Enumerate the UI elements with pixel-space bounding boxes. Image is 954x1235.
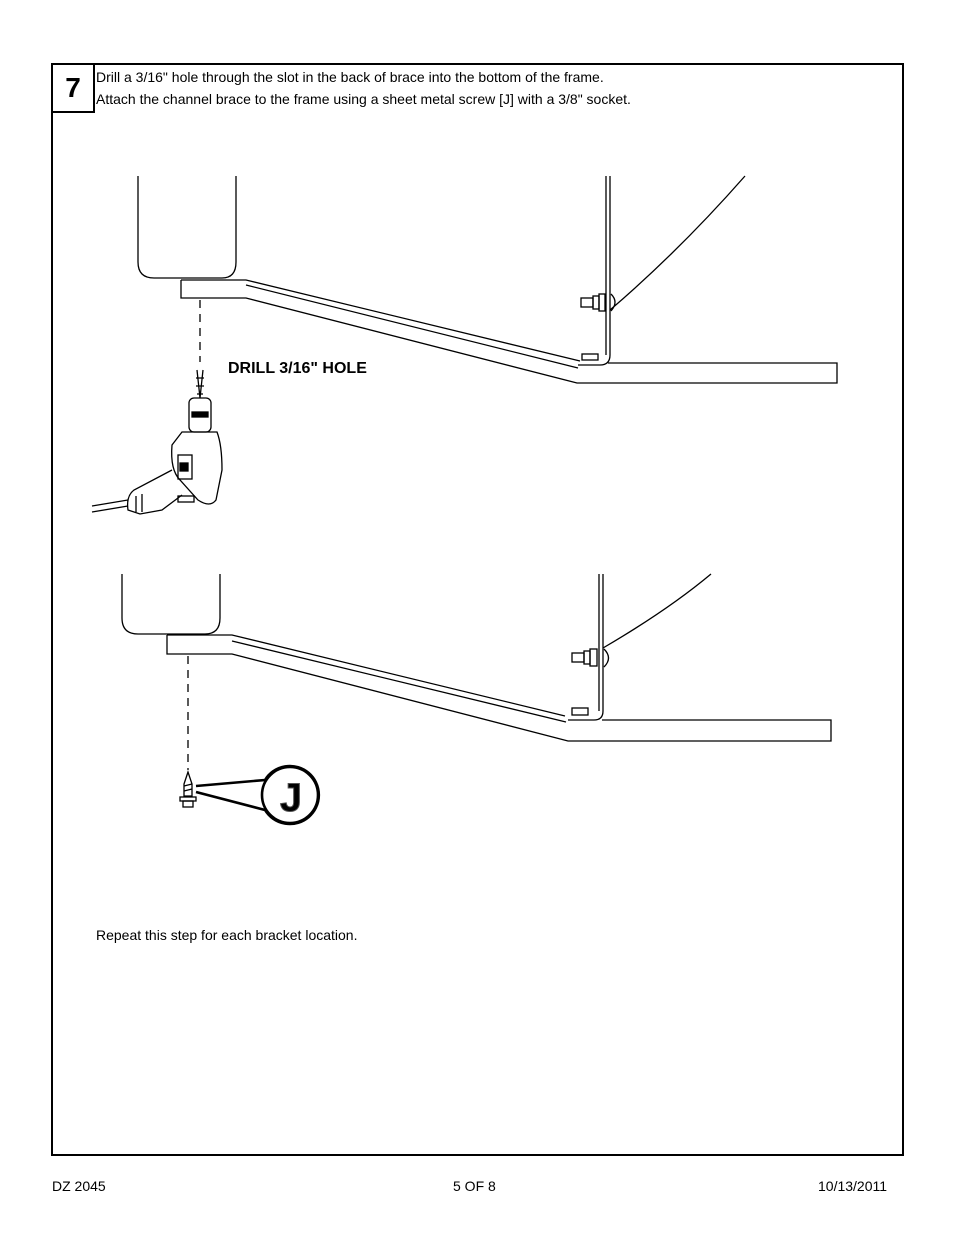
callout-letter: J — [280, 776, 302, 820]
figure-2-bracket — [568, 573, 712, 721]
repeat-note: Repeat this step for each bracket locati… — [96, 927, 358, 943]
instructions: Drill a 3/16" hole through the slot in t… — [96, 66, 631, 110]
instruction-line-2: Attach the channel brace to the frame us… — [96, 91, 631, 107]
footer-page-number: 5 OF 8 — [453, 1178, 496, 1194]
step-number: 7 — [51, 63, 95, 113]
screw-icon — [179, 769, 197, 808]
drill-icon — [91, 369, 223, 515]
figure-1-frame-leg — [137, 176, 237, 279]
footer-doc-number: DZ 2045 — [52, 1178, 106, 1194]
figure-2-frame-leg — [121, 574, 221, 635]
figure-2-bolts — [571, 648, 610, 716]
footer-date: 10/13/2011 — [818, 1178, 888, 1194]
instruction-line-1: Drill a 3/16" hole through the slot in t… — [96, 69, 604, 85]
figure-1-channel-brace — [180, 279, 838, 384]
callout-bubble — [195, 764, 321, 826]
page-frame — [51, 63, 904, 1156]
drill-hole-label: DRILL 3/16" HOLE — [228, 360, 367, 377]
figure-1-bracket — [578, 175, 746, 366]
figure-2-channel-brace — [166, 634, 832, 742]
figure-1-bolts — [580, 293, 616, 361]
